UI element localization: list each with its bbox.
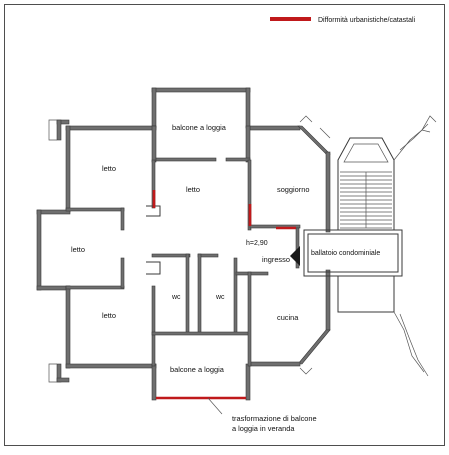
interior-walls bbox=[65, 125, 301, 367]
room-label-wc-right: wc bbox=[215, 294, 225, 301]
wall bbox=[56, 119, 62, 141]
facade-line bbox=[399, 313, 429, 377]
facade-line bbox=[393, 311, 425, 373]
corner-details bbox=[48, 115, 331, 383]
wall bbox=[36, 209, 71, 215]
room-label-letto-bottom-left: letto bbox=[102, 311, 116, 320]
room-label-balcone-top: balcone a loggia bbox=[172, 123, 227, 132]
height-label: h=2,90 bbox=[246, 240, 268, 247]
entrance-arrow-icon bbox=[290, 246, 300, 266]
wall bbox=[235, 271, 269, 276]
wall bbox=[325, 151, 331, 233]
room-label-letto-top-left: letto bbox=[102, 164, 116, 173]
wall bbox=[247, 271, 252, 367]
wall bbox=[151, 87, 251, 93]
wall bbox=[120, 257, 125, 289]
wall bbox=[155, 157, 217, 162]
wall bbox=[151, 285, 156, 367]
ballatoio-outer bbox=[303, 229, 403, 277]
corner-detail bbox=[48, 363, 57, 383]
stair-lower bbox=[337, 276, 395, 313]
staircase bbox=[303, 115, 437, 377]
room-label-balcone-bottom: balcone a loggia bbox=[170, 365, 225, 374]
corner-detail bbox=[299, 115, 313, 123]
wall bbox=[245, 87, 251, 129]
room-labels: balcone a loggia letto letto soggiorno l… bbox=[71, 123, 380, 374]
corner-detail bbox=[48, 119, 57, 141]
facade-line bbox=[393, 129, 431, 161]
wall bbox=[249, 361, 301, 367]
wall bbox=[56, 377, 70, 383]
wall bbox=[297, 329, 331, 365]
annotation-leader bbox=[207, 397, 223, 415]
wall bbox=[65, 207, 125, 212]
wall bbox=[245, 363, 251, 401]
wall bbox=[151, 125, 157, 163]
room-label-wc-left: wc bbox=[171, 294, 181, 301]
facade-line bbox=[399, 123, 429, 151]
facade-line bbox=[421, 115, 437, 131]
frame-border bbox=[4, 4, 445, 446]
legend-swatch bbox=[270, 17, 311, 21]
wall bbox=[36, 285, 71, 291]
room-label-cucina: cucina bbox=[277, 313, 299, 322]
ballatoio-outline bbox=[307, 233, 399, 273]
wall bbox=[245, 125, 251, 163]
room-label-letto-mid-left: letto bbox=[71, 245, 85, 254]
corner-detail bbox=[319, 127, 331, 139]
closet-wall bbox=[146, 261, 161, 275]
wall bbox=[65, 285, 71, 369]
room-label-ingresso: ingresso bbox=[262, 255, 290, 264]
wall bbox=[65, 363, 157, 369]
stair-landing bbox=[343, 143, 389, 163]
annotation: trasformazione di balcone a loggia in ve… bbox=[232, 414, 317, 433]
room-label-soggiorno: soggiorno bbox=[277, 185, 309, 194]
legend-label: Difformità urbanistiche/catastali bbox=[318, 17, 416, 24]
legend: Difformità urbanistiche/catastali bbox=[270, 17, 416, 24]
wall bbox=[247, 159, 252, 231]
corner-detail bbox=[299, 367, 313, 375]
wall bbox=[65, 285, 125, 290]
wall bbox=[297, 125, 331, 155]
wall bbox=[151, 87, 157, 129]
wall bbox=[249, 224, 301, 229]
wall bbox=[233, 257, 238, 335]
annotation-line2: a loggia in veranda bbox=[232, 424, 295, 433]
wall bbox=[65, 125, 157, 131]
wall bbox=[325, 269, 331, 331]
wall bbox=[151, 363, 157, 401]
annotation-line1: trasformazione di balcone bbox=[232, 414, 317, 423]
wall bbox=[120, 207, 125, 231]
wall bbox=[65, 125, 71, 213]
wall bbox=[225, 157, 251, 162]
wall bbox=[185, 253, 190, 335]
outer-walls bbox=[36, 87, 331, 401]
wall bbox=[36, 209, 42, 291]
difformity-marks bbox=[152, 190, 296, 400]
room-label-letto-center: letto bbox=[186, 185, 200, 194]
wall bbox=[151, 331, 251, 336]
wall bbox=[151, 253, 191, 258]
room-label-ballatoio: ballatoio condominiale bbox=[311, 250, 380, 257]
wall bbox=[197, 253, 202, 335]
wall bbox=[249, 125, 301, 131]
